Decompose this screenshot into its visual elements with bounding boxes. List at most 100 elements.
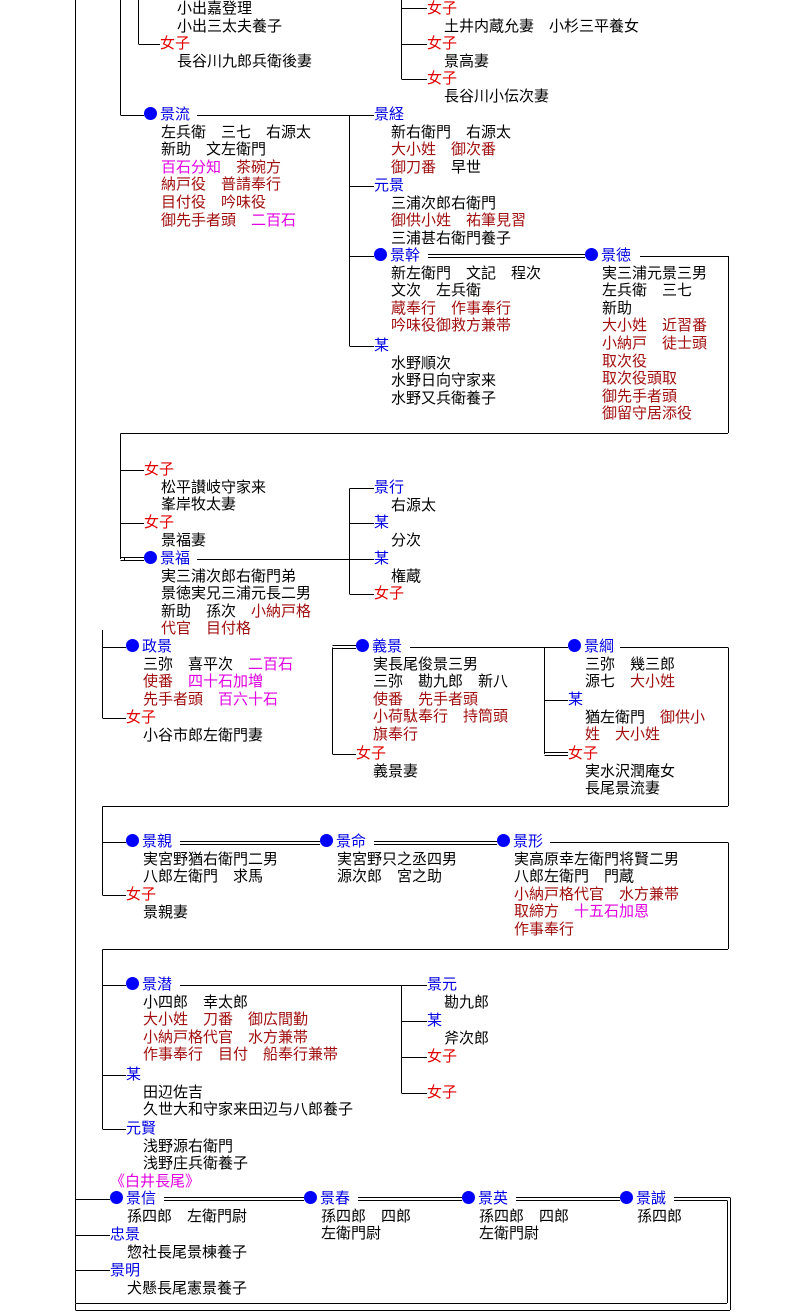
person-detail: 新助 文左衛門 [161,140,267,159]
person-kagemoto: 景元勘九郎 [427,975,489,1011]
person-name: 某 [126,1065,142,1083]
person-name: 景徳 [585,246,707,265]
person-detail: 小谷市郎左衛門妻 [143,725,264,744]
person-name: 某 [374,549,390,567]
person-name: 某 [374,513,390,531]
person-detail: 新助 [602,298,633,317]
person-jo8: 女子 [427,1047,457,1066]
person-detail: 目付役 吟味役 [161,192,267,211]
person-top3: 女子土井内蔵允妻 小杉三平養女 [427,0,639,35]
person-detail: 百石分知 茶碗方 [161,157,282,176]
head-marker-icon [110,1191,123,1204]
person-detail: 孫四郎 四郎 [479,1206,570,1225]
head-marker-icon [144,551,157,564]
person-name: 景行 [374,478,405,496]
person-jo4: 女子小谷市郎左衛門妻 [126,708,264,744]
person-kagemiki: 景幹新左衛門 文記 程次文次 左兵衛蔵奉行 作事奉行吟味役御救方兼帯 [374,246,541,335]
person-name: 景元 [427,975,458,993]
person-bou4: 某猶左衛門 御供小姓 大小姓 [568,690,705,744]
person-detail: 左兵衛 三七 [602,281,693,300]
person-detail: 実三浦次郎右衛門弟 [161,566,297,585]
person-detail: 実宮野猶右衛門二男 [143,849,279,868]
person-detail: 水野日向守家来 [391,371,497,390]
person-name: 景潜 [126,975,338,994]
person-detail: 権蔵 [391,566,422,585]
head-marker-icon [304,1191,317,1204]
person-name: 景親 [126,832,278,851]
person-detail: 惣社長尾景棟養子 [127,1242,248,1261]
person-name: 景流 [144,105,311,124]
person-name: 景幹 [374,246,541,265]
person-detail: 使番 四十石加増 [143,672,264,691]
person-detail: 作事奉行 [514,919,575,938]
person-name: 女子 [160,34,191,52]
person-name: 景明 [110,1261,141,1279]
person-detail: 三浦次郎右衛門 [391,193,497,212]
person-yoshikage: 義景実長尾俊景三男三弥 勘九郎 新八使番 先手者頭小荷駄奉行 持筒頭旗奉行 [356,637,509,744]
person-detail: 右源太 [391,495,437,514]
person-detail: 小納戸 徒士頭 [602,333,708,352]
person-kagechika: 景親実宮野猶右衛門二男八郎左衛門 求馬 [126,832,279,886]
person-name: 女子 [427,69,458,87]
person-name: 《白井長尾》 [110,1172,201,1190]
person-detail: 吟味役御救方兼帯 [391,316,512,335]
person-kageaki: 景明犬懸長尾憲景養子 [110,1261,247,1297]
person-jo3: 女子 [374,584,404,603]
person-name: 某 [568,690,584,708]
head-marker-icon [126,639,139,652]
person-detail: 孫四郎 四郎 [321,1206,412,1225]
person-kagehide: 景英孫四郎 四郎左衛門尉 [462,1189,570,1243]
person-kagekata: 景形実高原幸左衛門将賢二男八郎左衛門 門蔵小納戸格代官 水方兼帯取締方 十五石加… [497,832,680,939]
person-detail: 三浦甚右衛門養子 [391,228,512,247]
person-detail: 長谷川九郎兵衛後妻 [177,51,313,70]
person-detail: 実長尾俊景三男 [373,654,479,673]
person-detail: 浅野庄兵衛養子 [143,1154,249,1173]
person-detail: 長尾景流妻 [585,779,661,798]
person-name: 女子 [427,1083,458,1101]
head-marker-icon [356,639,369,652]
person-detail: 小納戸格代官 水方兼帯 [514,884,680,903]
person-detail: 使番 先手者頭 [373,689,479,708]
person-name: 女子 [144,460,175,478]
person-detail: 大小姓 御次番 [391,140,497,159]
head-marker-icon [374,248,387,261]
person-detail: 小納戸格代官 水方兼帯 [143,1027,309,1046]
person-kagesen: 景潜小四郎 幸太郎大小姓 刀番 御広間勤小納戸格代官 水方兼帯作事奉行 目付 船… [126,975,339,1064]
person-detail: 取締方 十五石加恩 [514,902,650,921]
person-detail: 納戸役 普請奉行 [161,175,282,194]
person-detail: 三弥 勘九郎 新八 [373,672,509,691]
person-detail: 景親妻 [143,902,189,921]
person-motokata: 元賢浅野源右衛門浅野庄兵衛養子 [126,1119,249,1173]
person-detail: 土井内蔵允妻 小杉三平養女 [444,16,640,35]
person-detail: 先手者頭 百六十石 [143,689,279,708]
person-masakage: 政景三弥 喜平次 二百石使番 四十石加増先手者頭 百六十石 [126,637,293,708]
person-name: 義景 [356,637,508,656]
person-detail: 源七 大小姓 [585,672,676,691]
person-detail: 大小姓 刀番 御広間勤 [143,1010,309,1029]
person-detail: 作事奉行 目付 船奉行兼帯 [143,1045,339,1064]
person-name: 景信 [110,1189,247,1208]
person-jo1: 女子松平讃岐守家来峯岸牧太妻 [144,460,266,514]
person-detail: 八郎左衛門 門蔵 [514,867,635,886]
person-detail: 景高妻 [444,51,490,70]
person-detail: 小荷駄奉行 持筒頭 [373,707,509,726]
person-detail: 新助 孫次 小納戸格 [161,601,312,620]
person-name: 景経 [374,105,405,123]
person-name: 景誠 [620,1189,682,1208]
person-detail: 小出嘉登理 [177,0,253,17]
person-bou3: 某権蔵 [374,549,422,585]
person-top4: 女子景高妻 [427,34,490,70]
person-detail: 御供小姓 祐筆見習 [391,211,527,230]
head-marker-icon [126,977,139,990]
person-name: 景綱 [568,637,675,656]
person-name: 某 [374,336,390,354]
person-kageharu: 景春孫四郎 四郎左衛門尉 [304,1189,412,1243]
person-detail: 久世大和守家来田辺与八郎養子 [143,1100,354,1119]
person-name: 景福 [144,549,311,568]
person-detail: 取次役頭取 [602,369,678,388]
head-marker-icon [126,834,139,847]
person-bou2: 某分次 [374,513,421,549]
person-bou6: 某斧次郎 [427,1011,489,1047]
person-detail: 大小姓 近習番 [602,316,708,335]
